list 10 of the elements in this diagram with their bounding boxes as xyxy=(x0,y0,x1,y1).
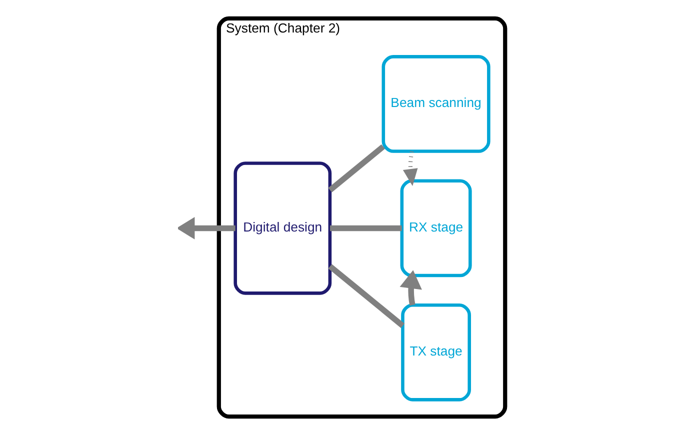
arrow xyxy=(178,217,235,240)
connector xyxy=(328,144,384,192)
node-box: Beam scanning xyxy=(381,55,490,153)
arrow xyxy=(402,151,418,186)
connector xyxy=(328,264,404,328)
node-box: Digital design xyxy=(233,162,332,295)
connector xyxy=(330,225,402,232)
node-box: TX stage xyxy=(400,303,470,402)
node-box: RX stage xyxy=(400,179,472,278)
arrow xyxy=(399,270,422,306)
